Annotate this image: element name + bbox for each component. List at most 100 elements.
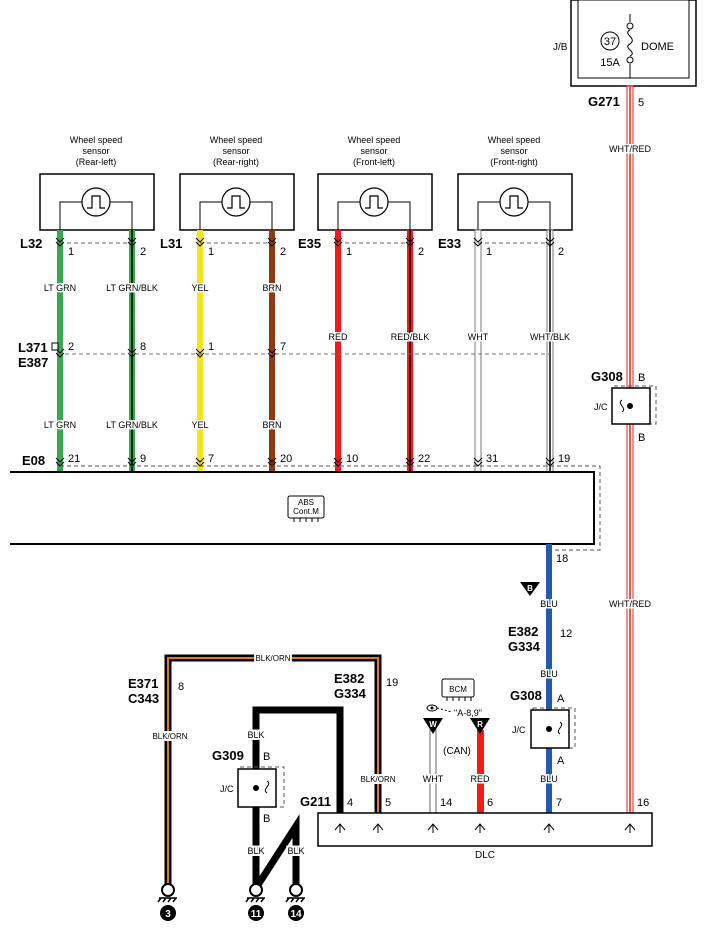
- sensor-wire-label-a: LT GRN: [44, 283, 76, 293]
- sensor-lower-wire-label-a: YEL: [191, 420, 208, 430]
- wht-can-wire: [429, 729, 437, 816]
- ecu-pin-a: 10: [346, 453, 358, 465]
- abs-label-line2: Cont.M: [293, 507, 319, 516]
- sensor-wire-label-b: WHT/BLK: [530, 332, 570, 342]
- inline-pin-a: 1: [208, 341, 214, 353]
- sensor-wire-b: [269, 230, 275, 472]
- dlc-pin-number: 6: [487, 797, 493, 809]
- fuse-icon: [627, 14, 633, 78]
- sensor-wire-label-b: LT GRN/BLK: [106, 283, 158, 293]
- sensor-connector: L31: [160, 236, 182, 251]
- sensor-wire-label-a: WHT: [468, 332, 489, 342]
- ecu-pin-b: 20: [280, 453, 292, 465]
- blk-orn-right-wire: BLK/ORN: [360, 775, 395, 784]
- blk-orn-label-top: BLK/ORN: [255, 654, 290, 663]
- blk-orn-right-pin: 19: [386, 677, 398, 689]
- g309-hook-icon: [264, 780, 270, 794]
- sensor-pin-b: 2: [418, 246, 424, 258]
- sensor-lower-wire-label-b: BRN: [262, 420, 281, 430]
- abs-pin-out: 18: [556, 553, 568, 565]
- blk-label-top: BLK: [247, 730, 264, 740]
- dlc-pin-number: 16: [637, 797, 649, 809]
- inline-connector-top: L371: [18, 340, 48, 355]
- sensor-title: Wheel speed: [488, 135, 541, 145]
- junction-block: 37 15A DOME: [570, 0, 697, 87]
- can-label: (CAN): [443, 746, 471, 757]
- sensor-subtitle: sensor: [360, 146, 387, 156]
- dlc-pin-number: 4: [347, 797, 353, 809]
- g308-lower-jc-label: J/C: [512, 725, 526, 735]
- wht-red-label-bottom: WHT/RED: [609, 599, 651, 609]
- blu-conn-top: E382: [508, 624, 538, 639]
- dlc-pin-number: 14: [440, 797, 452, 809]
- sensor-position: (Front-right): [490, 157, 538, 167]
- wht-red-label-top: WHT/RED: [609, 144, 651, 154]
- ecu-pin-a: 7: [208, 453, 214, 465]
- dlc-label: DLC: [475, 850, 495, 861]
- g308-upper-jc-label: J/C: [594, 402, 608, 412]
- inline-pin-b: 7: [280, 341, 286, 353]
- blu-label-top: BLU: [540, 599, 558, 609]
- sensor-wire-label-b: RED/BLK: [391, 332, 430, 342]
- ground-terminal-icon: 14: [285, 883, 305, 921]
- g308-upper-hook-icon: [619, 399, 625, 413]
- fuse-number: 37: [604, 36, 616, 48]
- sensor-connector: E35: [298, 236, 321, 251]
- sensor-position: (Rear-left): [76, 157, 117, 167]
- ecu-pin-a: 21: [68, 453, 80, 465]
- sensor-pin-b: 2: [140, 246, 146, 258]
- sensor-title: Wheel speed: [210, 135, 263, 145]
- blk-label-low-b: BLK: [287, 846, 304, 856]
- ecu-pin-b: 9: [140, 453, 146, 465]
- marker-w-letter: W: [429, 720, 437, 729]
- ground-number: 3: [165, 909, 171, 920]
- wht-can-label: WHT: [423, 774, 444, 784]
- ecu-pin-b: 22: [418, 453, 430, 465]
- bcm-module-icon: [441, 678, 475, 701]
- g308-lower-connector: G308: [510, 688, 542, 703]
- red-can-wire: [477, 730, 484, 815]
- ground-terminal-icon: 3: [157, 883, 177, 921]
- marker-r-letter: R: [477, 720, 483, 729]
- jb-connector: G271: [588, 94, 620, 109]
- sensor-title: Wheel speed: [70, 135, 123, 145]
- fuse-number-badge: [600, 31, 620, 51]
- dlc-pin: 7: [543, 797, 562, 833]
- dlc-pin-number: 7: [556, 797, 562, 809]
- sensor-pin-a: 1: [68, 246, 74, 258]
- sensor-wire-label-b: BRN: [262, 283, 281, 293]
- sensor-wire-a: [57, 230, 63, 472]
- sensor-position: (Rear-right): [213, 157, 259, 167]
- abs-connector: E08: [22, 453, 45, 468]
- ground-number-badge: [248, 905, 264, 921]
- sensor-pin-b: 2: [558, 246, 564, 258]
- blk-orn-left-wire: BLK/ORN: [152, 732, 187, 741]
- sensor-title: Wheel speed: [348, 135, 401, 145]
- blu-conn-bottom: G334: [508, 639, 541, 654]
- jb-label: J/B: [553, 42, 568, 53]
- g309-connector: G309: [212, 748, 244, 763]
- marker-r: [470, 718, 490, 734]
- blk-orn-right-conn-bottom: G334: [334, 686, 367, 701]
- sensor-subtitle: sensor: [82, 146, 109, 156]
- dlc-pin: 5: [372, 797, 391, 833]
- ecu-pin-a: 31: [486, 453, 498, 465]
- sensor-position: (Front-left): [353, 157, 395, 167]
- g308-lower-pin-bottom: A: [557, 755, 565, 767]
- sensor-pin-b: 2: [280, 246, 286, 258]
- red-can-label: RED: [470, 774, 490, 784]
- abs-label-line1: ABS: [298, 498, 314, 507]
- dlc-pin: 4: [334, 797, 353, 833]
- g308-upper-connector: G308: [591, 369, 623, 384]
- blk-orn-left-conn-bottom: C343: [128, 691, 159, 706]
- blk-orn-right-conn-top: E382: [334, 671, 364, 686]
- ground-terminal-icon: 11: [245, 883, 265, 921]
- sensor-wire-label-a: YEL: [191, 283, 208, 293]
- blu-pin: 12: [560, 628, 572, 640]
- sensor-connector: E33: [438, 236, 461, 251]
- sensor-pin-a: 1: [486, 246, 492, 258]
- g309-pin-top: B: [263, 751, 270, 763]
- dlc-connector: G211: [300, 794, 331, 809]
- g308-lower-hook-icon: [557, 721, 563, 735]
- dlc-pin: 16: [624, 797, 649, 833]
